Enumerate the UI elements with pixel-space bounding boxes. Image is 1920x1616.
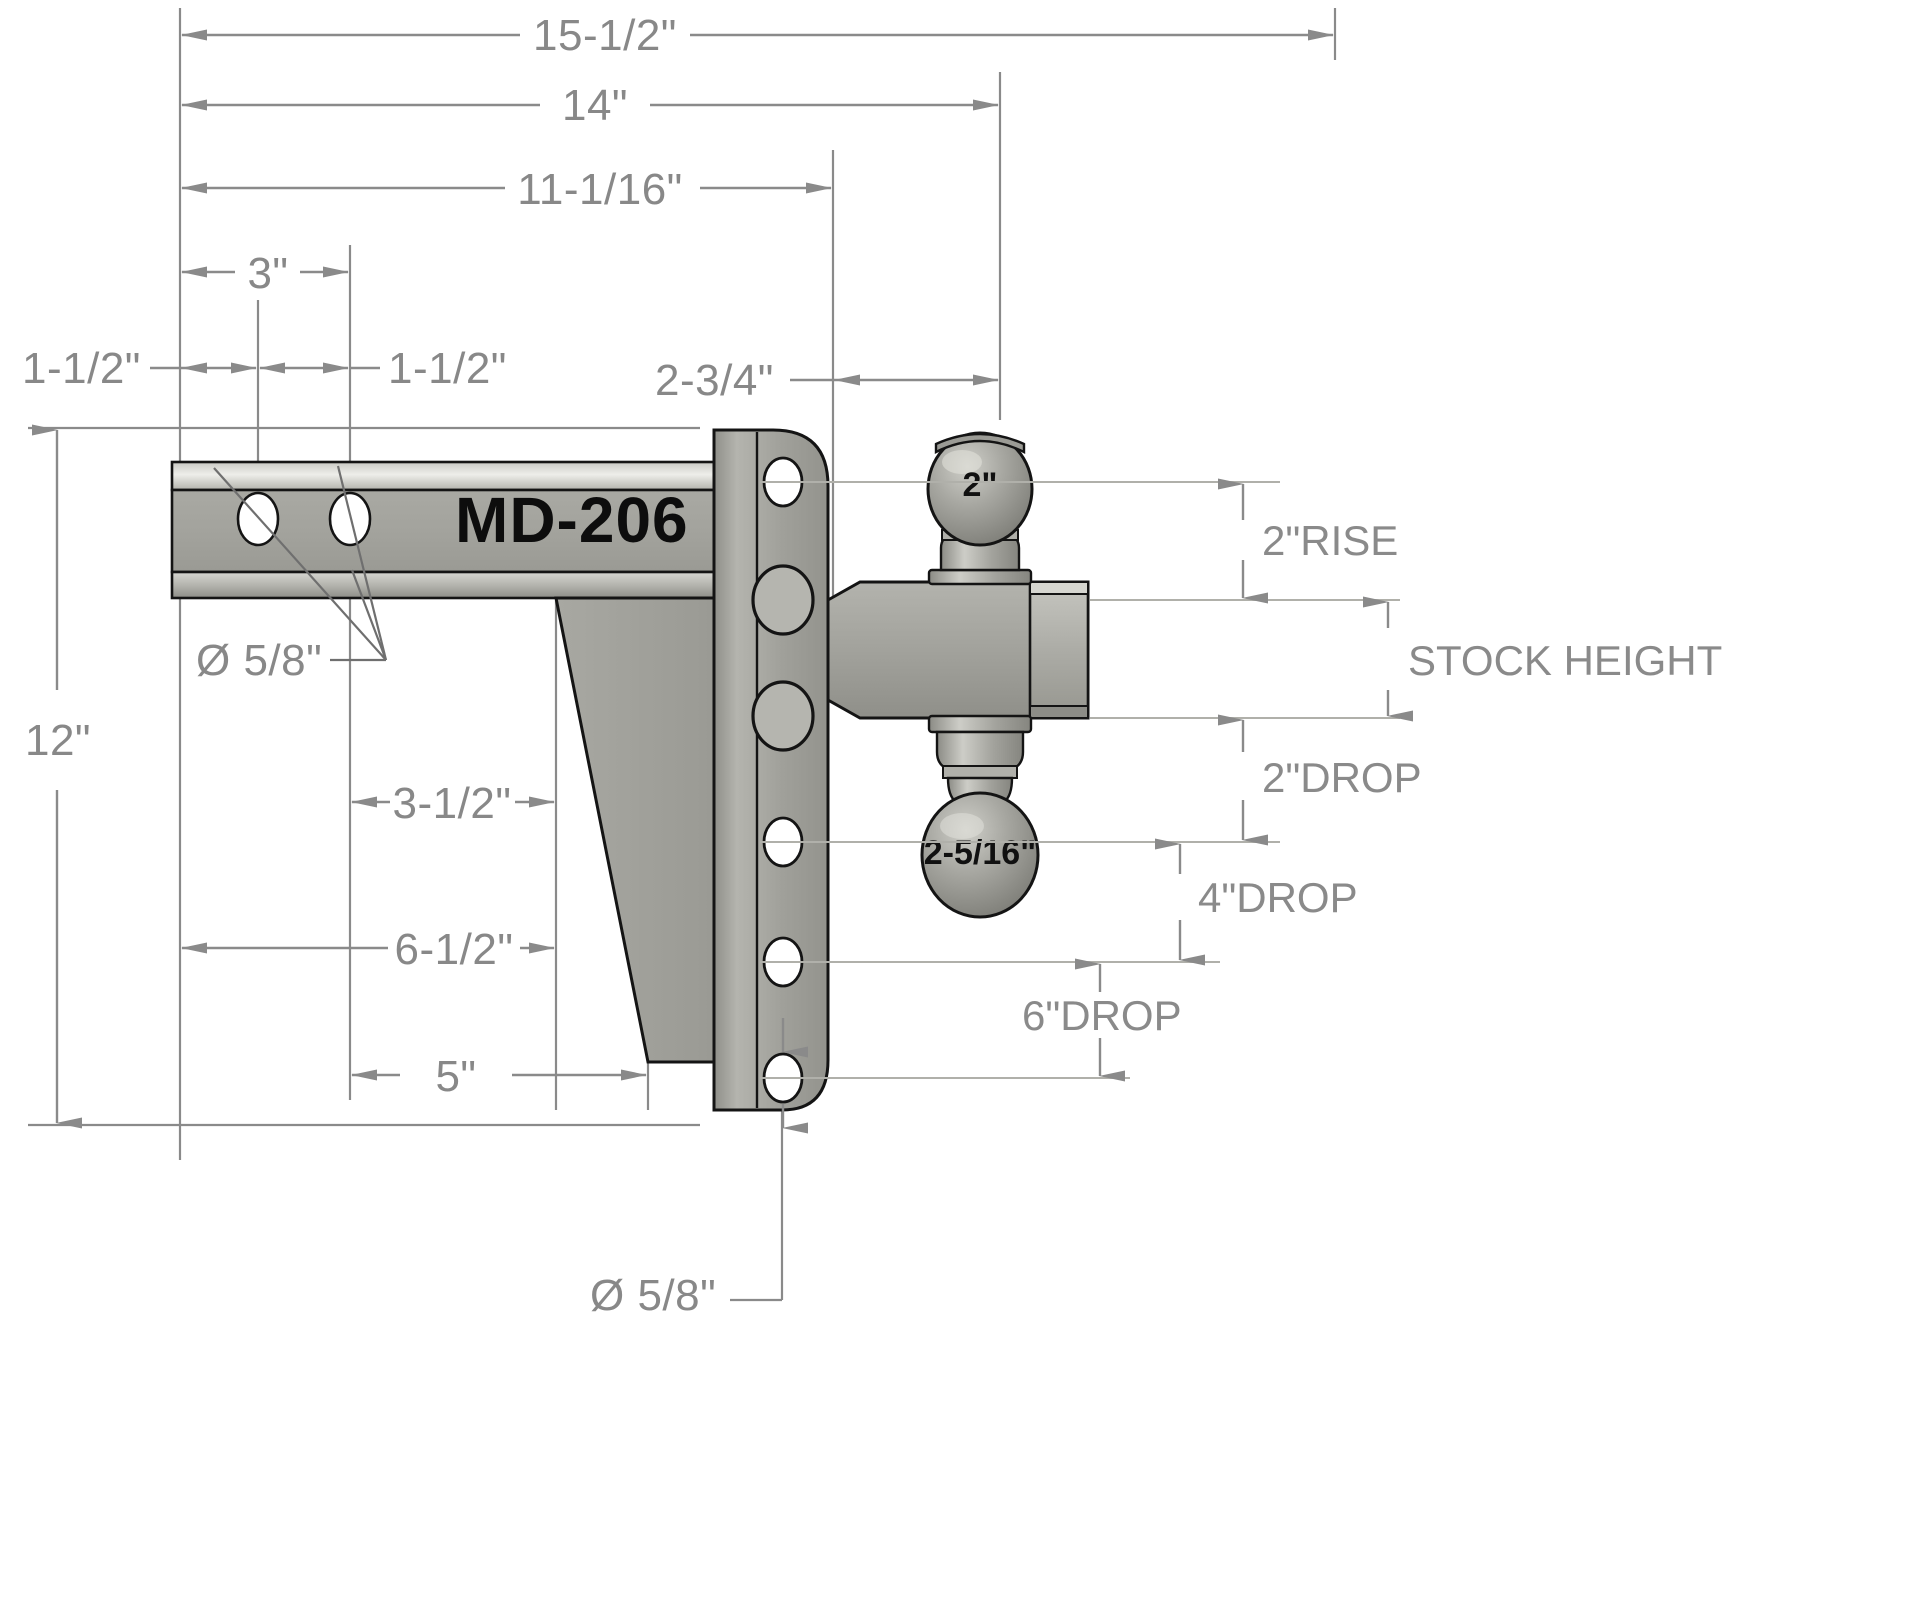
dim-hole-to-edge-right: 1-1/2" [388,344,507,393]
label-6in-drop: 6"DROP [1022,992,1182,1039]
lower-hitch-ball [920,714,1040,919]
dim-hole-diameter-bottom: Ø 5/8" [590,1271,716,1320]
plate-hole-2 [751,564,815,636]
label-stock-height: STOCK HEIGHT [1408,637,1722,684]
hitch-vertical-plate [712,428,830,1112]
hitch-shank-bar [170,460,719,600]
label-4in-drop: 4"DROP [1198,874,1358,921]
model-number-label: MD-206 [455,484,689,556]
centerlines [760,481,1400,1079]
dim-web-offset: 3-1/2" [393,779,512,828]
upper-hitch-ball [926,431,1034,586]
dim-hole-diameter-top: Ø 5/8" [196,636,322,685]
horizontal-dimension-lines [150,29,1334,386]
dim-plate-offset: 2-3/4" [655,356,774,405]
dim-bottom-offset: 5" [435,1052,476,1101]
dim-overall-length: 15-1/2" [533,11,677,60]
lower-ball-size-label: 2-5/16" [924,834,1037,872]
ball-mount-arm [826,580,1090,720]
hitch-web-gusset [554,596,716,1064]
plate-hole-3 [751,680,815,752]
dim-length-plate-front: 11-1/16" [517,165,683,214]
dim-overall-height: 12" [25,716,91,765]
label-2in-drop: 2"DROP [1262,754,1422,801]
rise-drop-dimension-lines [1075,478,1413,1082]
upper-ball-size-label: 2" [962,466,997,504]
dim-edge-to-hole-left: 1-1/2" [22,344,141,393]
diameter-leader-top [213,465,388,662]
lower-horizontal-dimensions [181,796,647,1081]
dim-hole-spacing: 3" [247,249,288,298]
label-2in-rise: 2"RISE [1262,517,1398,564]
dim-length-plate-back: 14" [562,81,628,130]
dim-web-base: 6-1/2" [395,925,514,974]
